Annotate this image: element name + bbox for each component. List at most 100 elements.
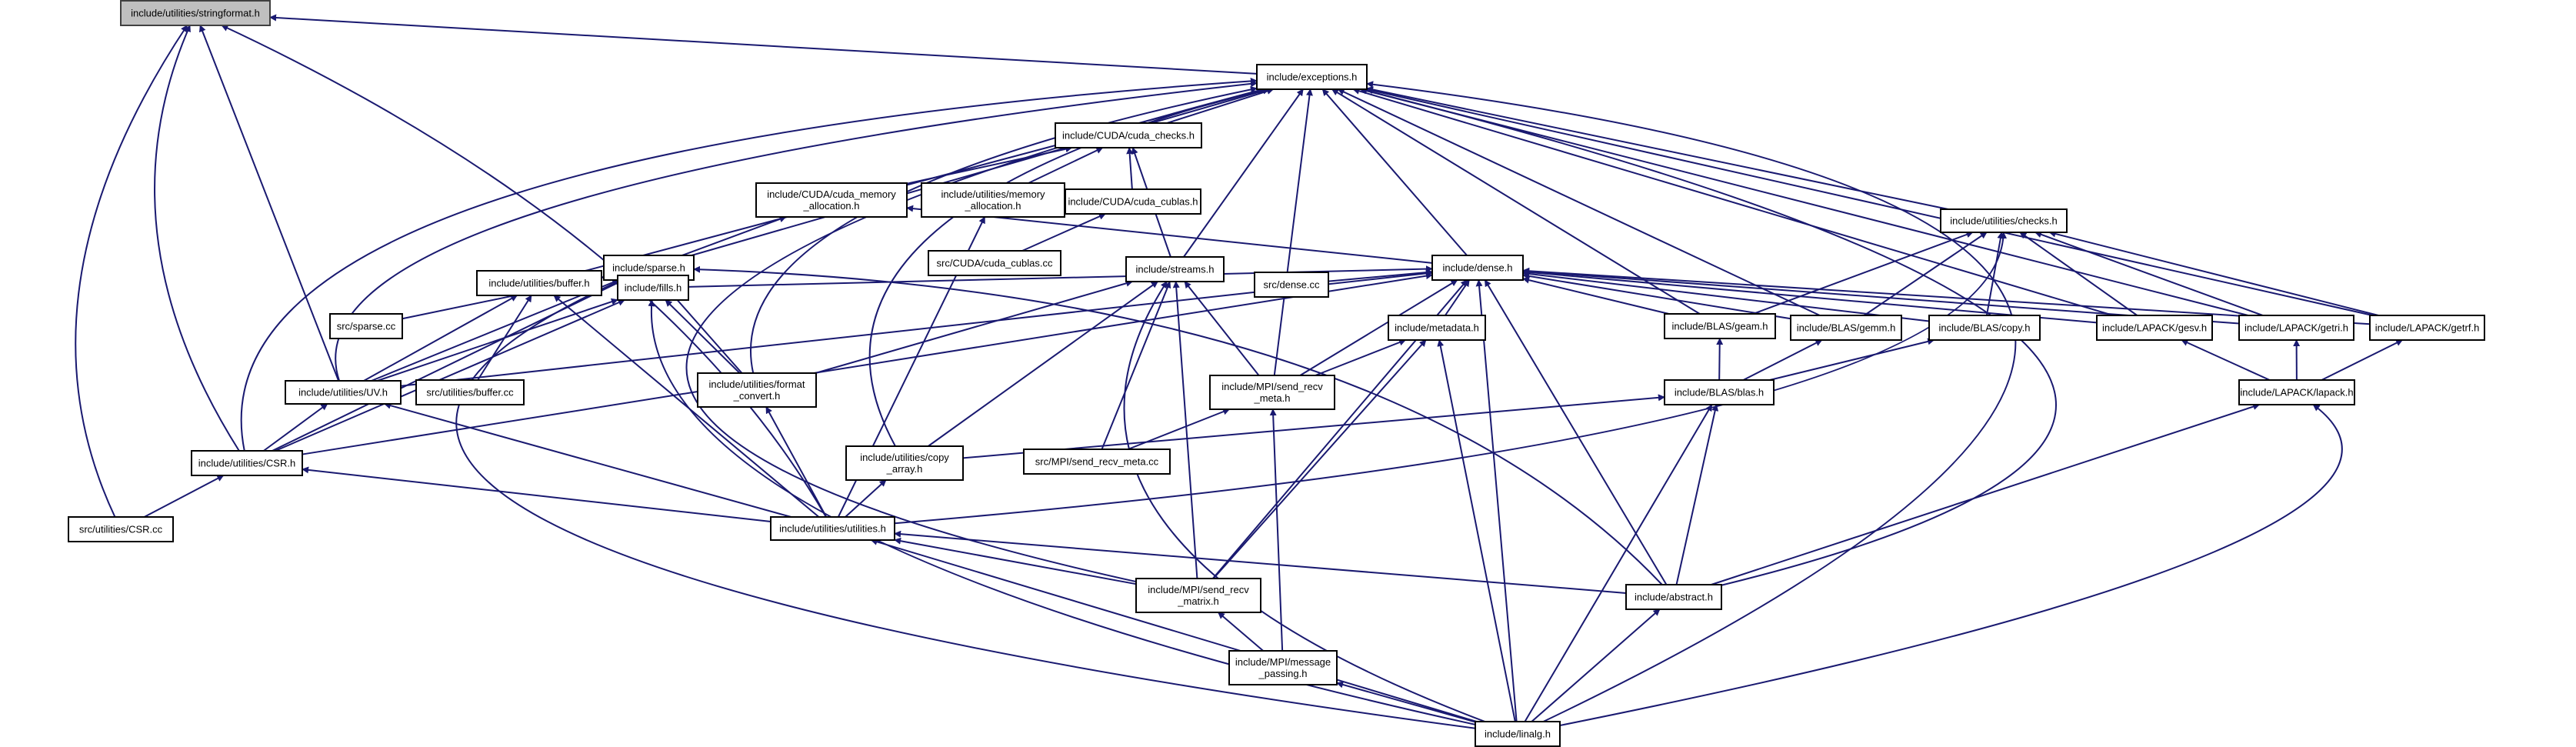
node-box[interactable] xyxy=(1664,313,1776,339)
node-exceptions[interactable]: include/exceptions.h xyxy=(1256,64,1368,90)
edge-util_csr-to-dense_h xyxy=(302,272,1433,455)
node-box[interactable] xyxy=(191,450,303,476)
edge-util_utilities-to-util_buffer_h xyxy=(553,295,820,518)
node-label: include/utilities/copy xyxy=(860,452,949,463)
node-util-checks[interactable]: include/utilities/checks.h xyxy=(1940,208,2068,233)
node-util-csr[interactable]: include/utilities/CSR.h xyxy=(191,450,303,476)
node-blas-h[interactable]: include/BLAS/blas.h xyxy=(1664,379,1775,405)
edge-util_memory-to-cuda_checks xyxy=(1028,147,1104,184)
node-box[interactable] xyxy=(2238,315,2354,341)
node-box[interactable] xyxy=(1940,208,2068,233)
node-box[interactable] xyxy=(1135,578,1261,613)
node-label: _allocation.h xyxy=(803,200,860,212)
node-mpi-send-meta[interactable]: include/MPI/send_recv_meta.h xyxy=(1209,375,1335,410)
node-linalg[interactable]: include/linalg.h xyxy=(1475,721,1561,747)
node-label: src/utilities/buffer.cc xyxy=(426,387,514,399)
edge-util_csr-to-exceptions xyxy=(240,77,1258,452)
edge-dense_h-to-exceptions xyxy=(1321,88,1468,256)
node-cuda-cublas-h[interactable]: include/CUDA/cuda_cublas.h xyxy=(1065,188,1201,215)
edge-blas_copy-to-util_checks xyxy=(1985,232,2004,316)
node-blas-copy[interactable]: include/BLAS/copy.h xyxy=(1928,315,2041,341)
node-metadata[interactable]: include/metadata.h xyxy=(1388,315,1486,341)
edge-lapack_gesv-to-util_checks xyxy=(2019,232,2138,316)
node-box[interactable] xyxy=(285,380,402,405)
node-box[interactable] xyxy=(1431,255,1524,281)
node-box[interactable] xyxy=(2096,315,2213,341)
node-box[interactable] xyxy=(1228,650,1338,685)
edge-util_format-to-streams xyxy=(815,279,1133,374)
node-box[interactable] xyxy=(1023,449,1171,475)
node-label: include/LAPACK/getrf.h xyxy=(2375,322,2480,334)
node-label: _matrix.h xyxy=(1177,595,1218,607)
node-box[interactable] xyxy=(476,270,602,296)
node-blas-geam[interactable]: include/BLAS/geam.h xyxy=(1664,313,1776,339)
node-label: include/abstract.h xyxy=(1635,592,1713,603)
edge-lapack_h-to-lapack_getrf xyxy=(2321,339,2404,381)
node-lapack-getrf[interactable]: include/LAPACK/getrf.h xyxy=(2369,315,2485,341)
edge-csr_cc-to-util_csr xyxy=(144,475,225,518)
node-box[interactable] xyxy=(1256,64,1368,90)
node-box[interactable] xyxy=(845,445,964,481)
node-label: src/MPI/send_recv_meta.cc xyxy=(1035,456,1159,468)
node-blas-gemm[interactable]: include/BLAS/gemm.h xyxy=(1790,315,1902,341)
node-box[interactable] xyxy=(921,182,1065,218)
node-box[interactable] xyxy=(120,0,271,26)
node-box[interactable] xyxy=(1664,379,1775,405)
node-util-format[interactable]: include/utilities/format_convert.h xyxy=(697,372,817,408)
node-box[interactable] xyxy=(1790,315,1902,341)
node-cuda-memory[interactable]: include/CUDA/cuda_memory_allocation.h xyxy=(755,182,908,218)
node-abstract[interactable]: include/abstract.h xyxy=(1625,584,1722,610)
node-box[interactable] xyxy=(1928,315,2041,341)
edge-linalg-to-streams xyxy=(1123,281,1485,722)
node-box[interactable] xyxy=(1475,721,1561,747)
node-csr-cc[interactable]: src/utilities/CSR.cc xyxy=(68,516,174,542)
node-box[interactable] xyxy=(755,182,908,218)
node-sparse-cc[interactable]: src/sparse.cc xyxy=(329,313,403,339)
node-box[interactable] xyxy=(329,313,403,339)
node-box[interactable] xyxy=(2238,379,2355,405)
node-lapack-h[interactable]: include/LAPACK/lapack.h xyxy=(2238,379,2355,405)
node-mpi-message[interactable]: include/MPI/message_passing.h xyxy=(1228,650,1338,685)
node-dense-h[interactable]: include/dense.h xyxy=(1431,255,1524,281)
edge-mpi_send_matrix-to-streams xyxy=(1172,281,1198,579)
node-util-utilities[interactable]: include/utilities/utilities.h xyxy=(770,516,895,541)
node-mpi-send-matrix[interactable]: include/MPI/send_recv_matrix.h xyxy=(1135,578,1261,613)
node-box[interactable] xyxy=(68,516,174,542)
node-dense-cc[interactable]: src/dense.cc xyxy=(1254,272,1329,298)
node-streams[interactable]: include/streams.h xyxy=(1125,256,1225,282)
node-box[interactable] xyxy=(415,379,525,405)
edge-cuda_memory-to-cuda_checks xyxy=(906,145,1073,185)
node-cuda-cublas-cc[interactable]: src/CUDA/cuda_cublas.cc xyxy=(928,250,1061,276)
node-box[interactable] xyxy=(1625,584,1722,610)
node-box[interactable] xyxy=(1065,188,1201,215)
node-label: include/utilities/format xyxy=(709,379,805,390)
node-box[interactable] xyxy=(2369,315,2485,341)
node-stringformat[interactable]: include/utilities/stringformat.h xyxy=(120,0,271,26)
node-box[interactable] xyxy=(1388,315,1486,341)
node-util-memory[interactable]: include/utilities/memory_allocation.h xyxy=(921,182,1065,218)
node-box[interactable] xyxy=(1055,122,1202,148)
edge-mpi_send_matrix-to-util_utilities xyxy=(894,537,1137,585)
node-cuda-checks[interactable]: include/CUDA/cuda_checks.h xyxy=(1055,122,1202,148)
node-box[interactable] xyxy=(928,250,1061,276)
node-buffer-cc[interactable]: src/utilities/buffer.cc xyxy=(415,379,525,405)
node-mpi-send-meta-cc[interactable]: src/MPI/send_recv_meta.cc xyxy=(1023,449,1171,475)
node-fills[interactable]: include/fills.h xyxy=(617,275,689,301)
node-box[interactable] xyxy=(1254,272,1329,298)
node-util-buffer-h[interactable]: include/utilities/buffer.h xyxy=(476,270,602,296)
node-box[interactable] xyxy=(770,516,895,541)
dependency-edges xyxy=(75,14,2404,729)
edge-lapack_h-to-lapack_gesv xyxy=(2181,339,2271,381)
node-box[interactable] xyxy=(697,372,817,408)
edge-exceptions-to-stringformat xyxy=(269,14,1258,75)
node-util-uv[interactable]: include/utilities/UV.h xyxy=(285,380,402,405)
node-box[interactable] xyxy=(617,275,689,301)
node-box[interactable] xyxy=(1125,256,1225,282)
node-lapack-gesv[interactable]: include/LAPACK/gesv.h xyxy=(2096,315,2213,341)
edge-util_csr-to-fills xyxy=(275,299,625,452)
node-lapack-getri[interactable]: include/LAPACK/getri.h xyxy=(2238,315,2354,341)
node-label: _meta.h xyxy=(1254,392,1291,404)
node-util-copy[interactable]: include/utilities/copy_array.h xyxy=(845,445,964,481)
node-box[interactable] xyxy=(1209,375,1335,410)
edge-blas_geam-to-util_checks xyxy=(1752,231,1974,315)
